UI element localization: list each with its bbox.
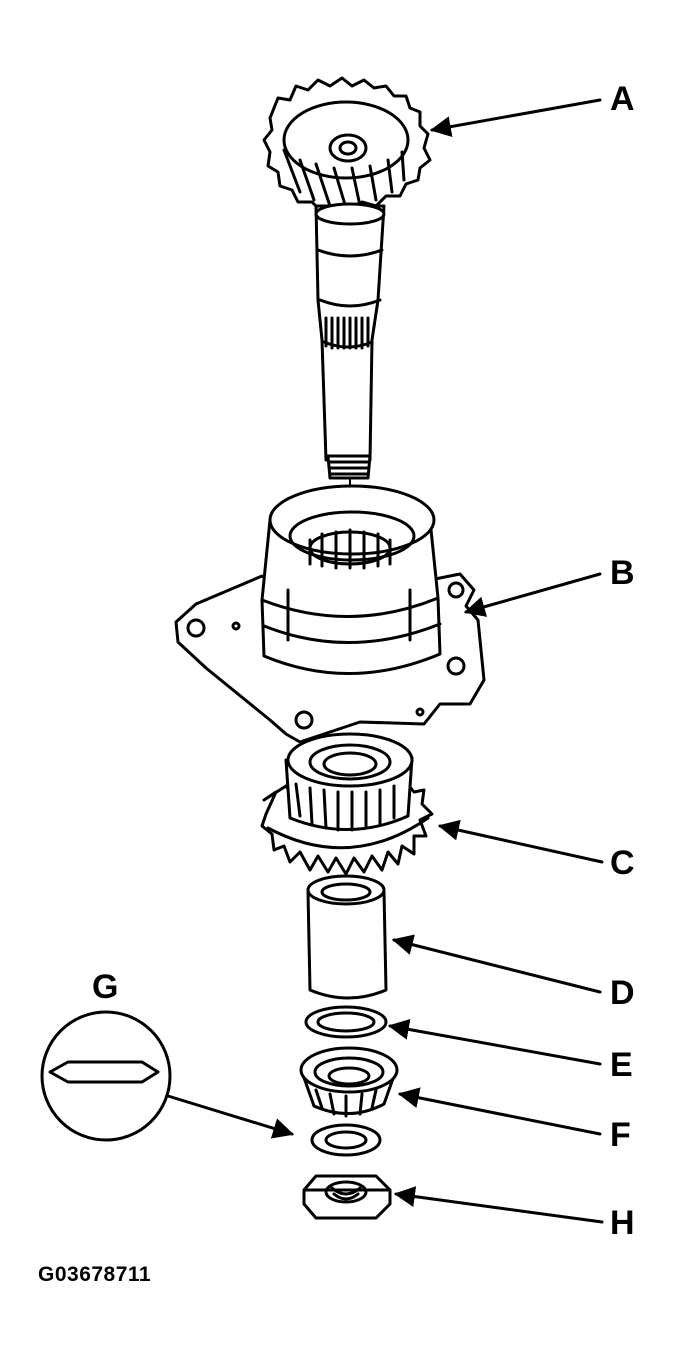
label-g: G — [92, 968, 119, 1006]
label-d: D — [610, 974, 635, 1012]
arrow-h — [393, 1186, 604, 1224]
shim-e — [304, 1005, 388, 1039]
spacer-sleeve-d — [306, 874, 388, 1000]
nut-h — [302, 1174, 392, 1220]
arrow-b — [463, 572, 602, 617]
washer — [310, 1123, 382, 1157]
arrow-d — [391, 934, 602, 994]
arrow-a — [429, 98, 602, 138]
arrow-g — [166, 1094, 295, 1139]
label-e: E — [610, 1046, 633, 1084]
label-b: B — [610, 554, 635, 592]
leader-arrows — [166, 98, 604, 1224]
bevel-gear-c — [260, 732, 434, 876]
bearing-f — [299, 1046, 399, 1118]
label-c: C — [610, 844, 635, 882]
figure-id: G03678711 — [38, 1263, 152, 1286]
gear-shaft-a — [262, 76, 432, 493]
arrow-c — [437, 819, 604, 864]
bearing-housing-b — [174, 484, 486, 744]
arrow-f — [397, 1087, 602, 1136]
arrow-e — [387, 1019, 602, 1066]
label-h: H — [610, 1204, 635, 1242]
detail-circle-g — [40, 1010, 172, 1142]
label-a: A — [610, 80, 635, 118]
label-f: F — [610, 1116, 631, 1154]
